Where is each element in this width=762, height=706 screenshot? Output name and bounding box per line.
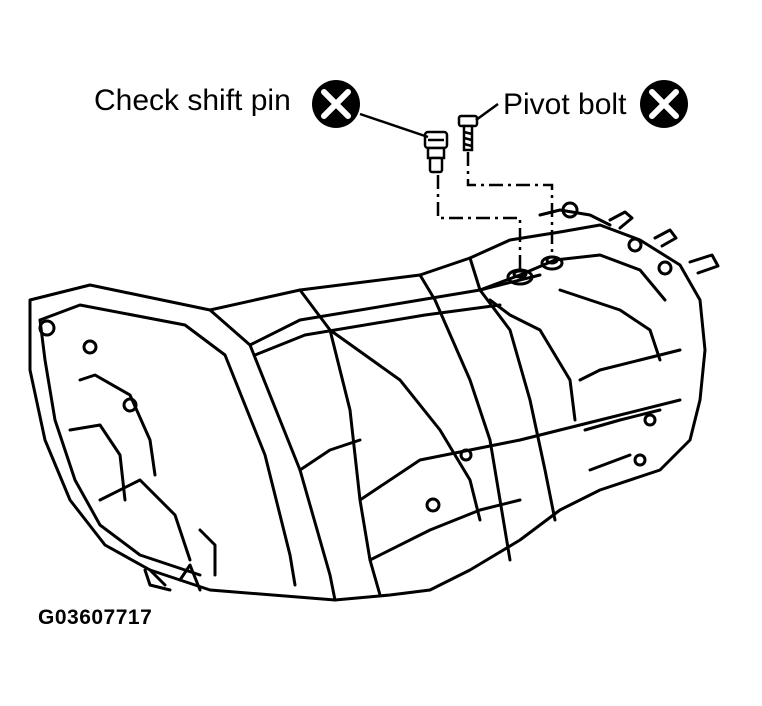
check-shift-pin-label: Check shift pin xyxy=(94,84,291,117)
pivot-bolt-part xyxy=(457,114,479,152)
pin-leader-dashed xyxy=(436,175,522,270)
bell-housing-outline xyxy=(28,283,337,602)
main-case-outline xyxy=(208,223,707,602)
bell-housing-flange xyxy=(38,303,297,587)
pivot-bolt-label: Pivot bolt xyxy=(503,88,627,121)
bolt-label-leader xyxy=(475,102,499,122)
bolt-leader-dashed xyxy=(466,152,554,256)
check-shift-pin-part xyxy=(423,130,449,174)
pin-do-not-reuse-x-icon xyxy=(312,80,360,128)
pin-label-leader xyxy=(359,112,429,139)
figure-id: G03607717 xyxy=(38,606,153,629)
bolt-do-not-reuse-x-icon xyxy=(640,80,688,128)
